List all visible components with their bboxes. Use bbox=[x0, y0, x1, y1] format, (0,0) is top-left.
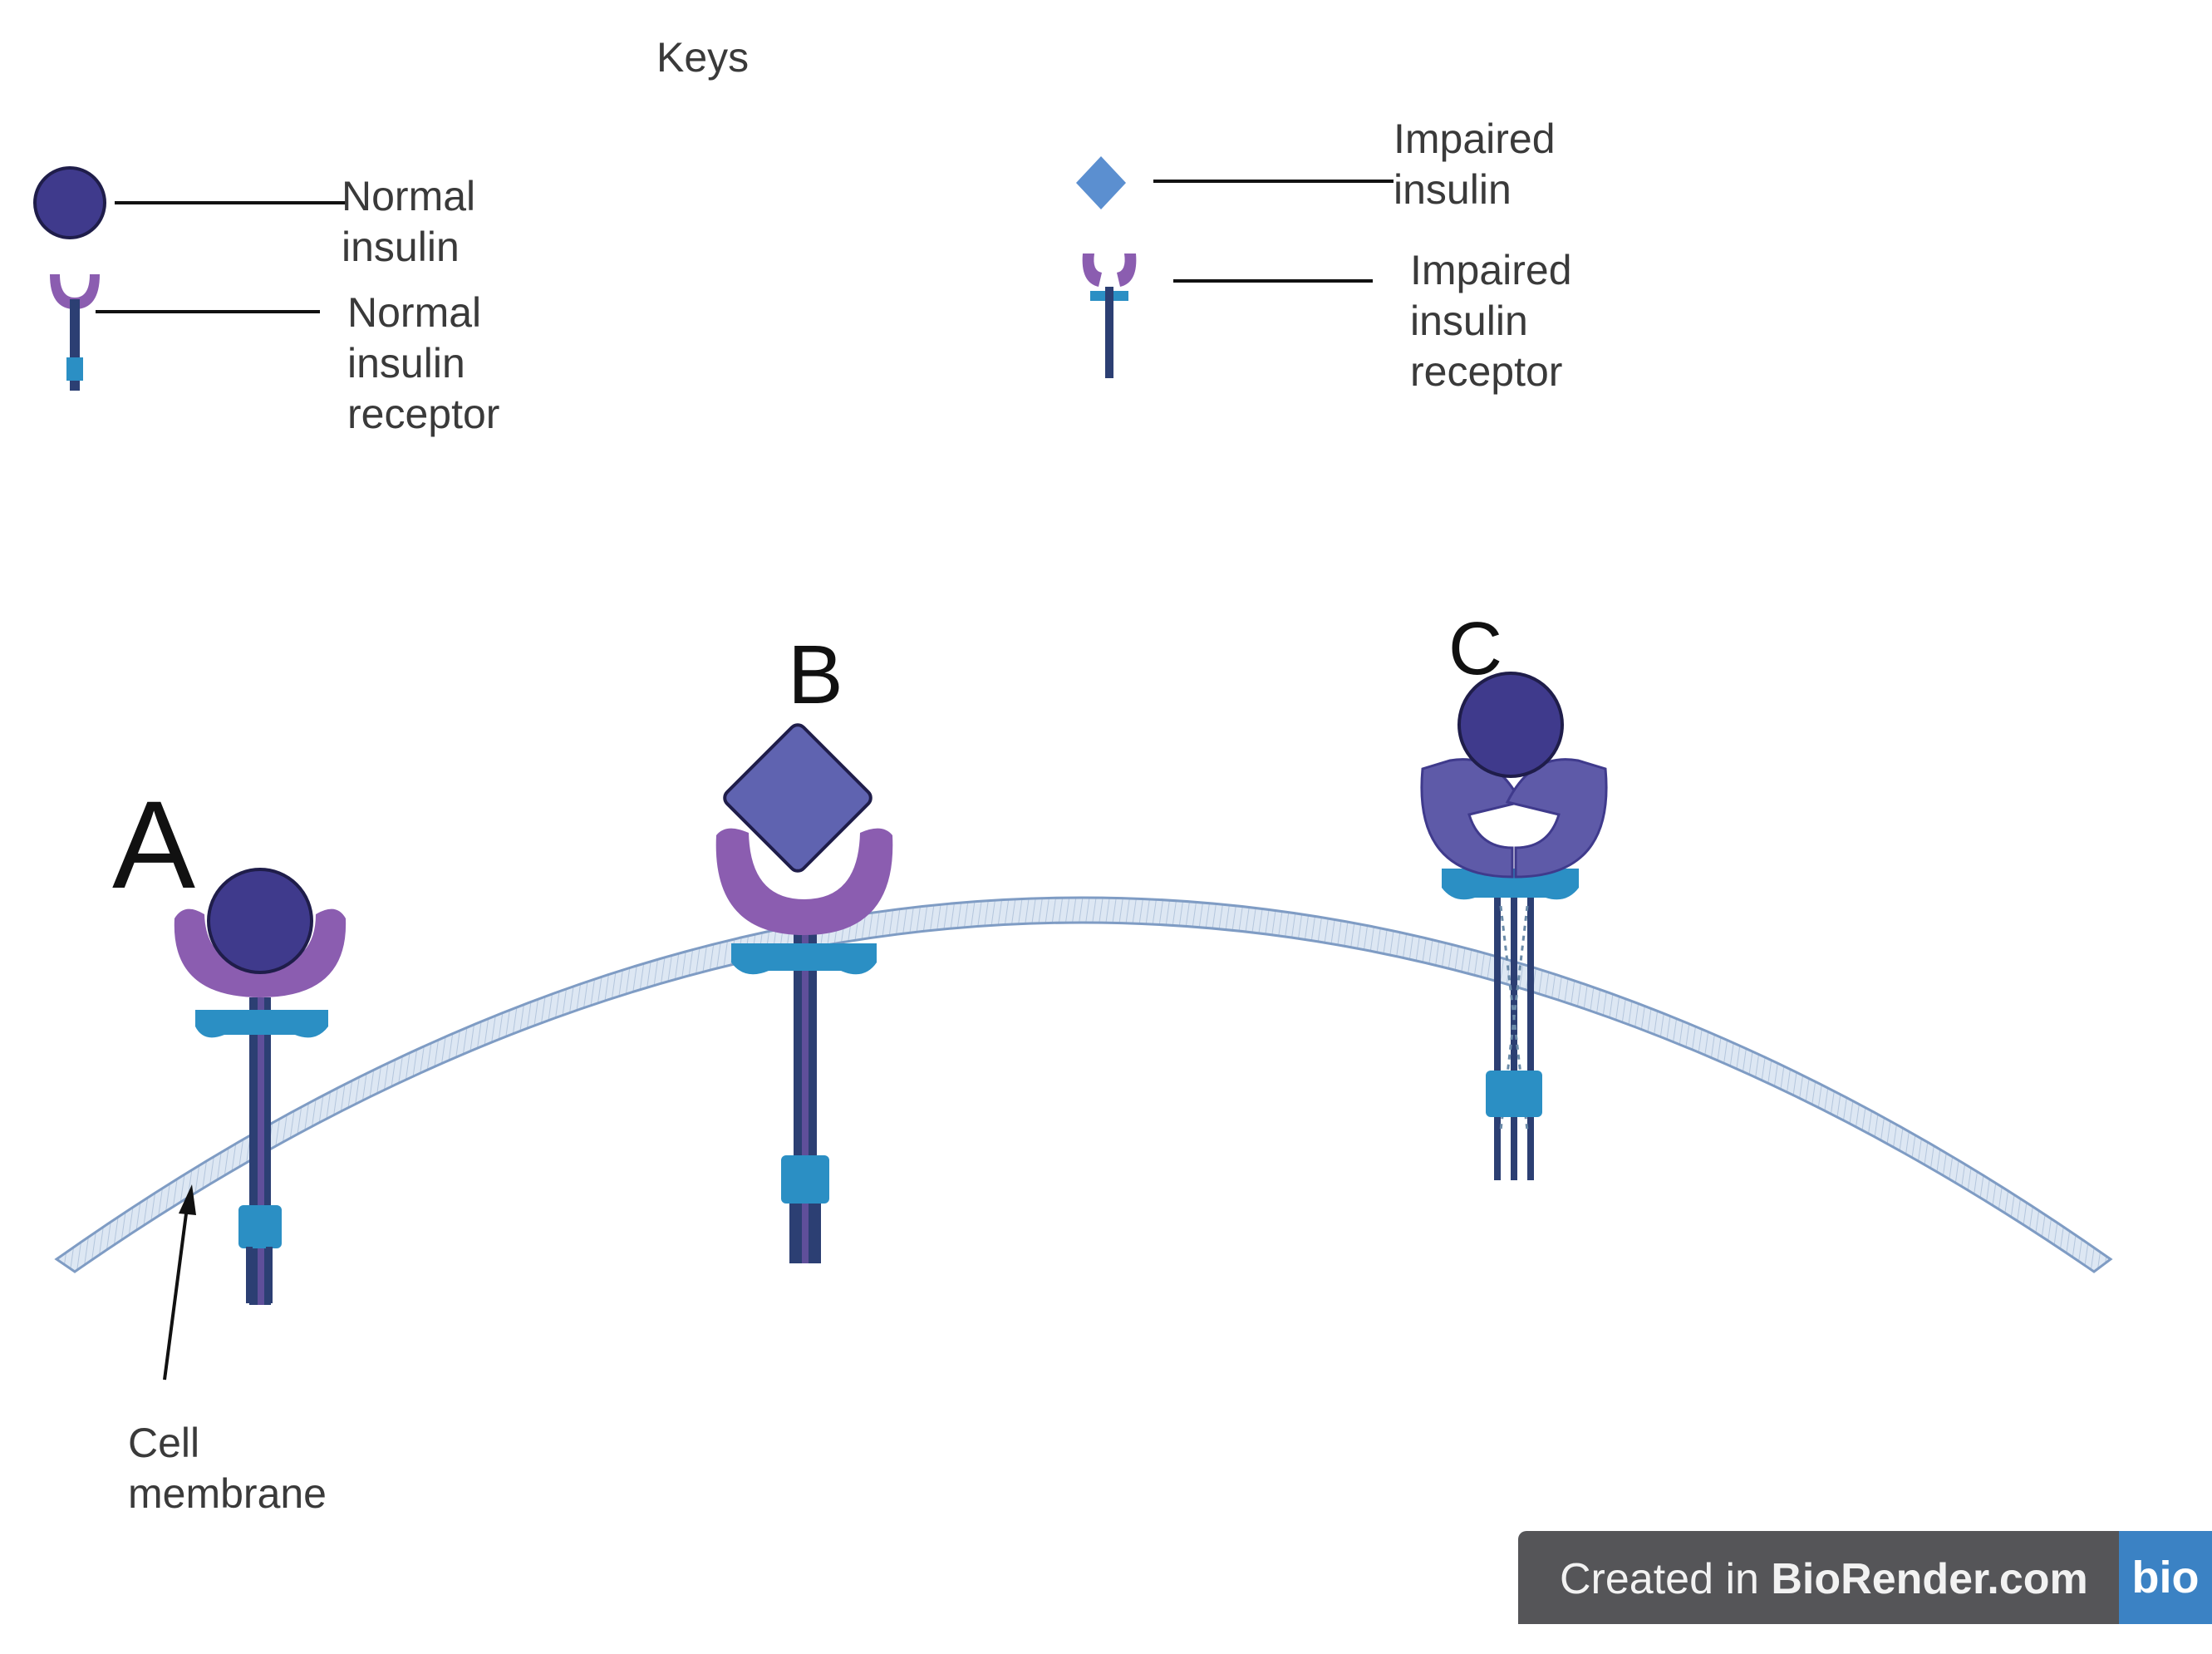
cell-membrane bbox=[54, 896, 2113, 1273]
panel-label-c: C bbox=[1448, 608, 1502, 691]
insulin-c bbox=[1457, 672, 1564, 778]
legend-normal-receptor-label: Normal insulin receptor bbox=[347, 289, 500, 437]
watermark-prefix: Created in bbox=[1560, 1555, 1772, 1603]
membrane-pointer-arrowhead bbox=[179, 1184, 196, 1215]
watermark-brand: BioRender.com bbox=[1771, 1555, 2088, 1603]
cell-membrane-label: Cell membrane bbox=[128, 1420, 327, 1517]
legend-impaired-receptor-icon bbox=[1082, 254, 1137, 378]
legend-impaired-receptor-label: Impaired insulin receptor bbox=[1410, 247, 1572, 395]
legend-normal-insulin-icon bbox=[33, 166, 106, 239]
legend-impaired-insulin-label: Impaired insulin bbox=[1394, 116, 1556, 213]
receptor-b bbox=[715, 828, 893, 1263]
biorender-logo-icon: bio bbox=[2119, 1531, 2212, 1624]
watermark-text: Created in BioRender.com bbox=[1560, 1554, 2088, 1604]
legend-normal-receptor-icon bbox=[50, 274, 100, 391]
membrane-pointer-arrow bbox=[163, 1200, 189, 1381]
receptor-c bbox=[1420, 758, 1608, 1180]
biorender-watermark: Created in BioRender.com bio bbox=[1518, 1531, 2212, 1624]
legend-normal-insulin-label: Normal insulin bbox=[342, 173, 476, 270]
panel-label-a: A bbox=[112, 775, 196, 914]
panel-label-b: B bbox=[788, 628, 843, 721]
impaired-insulin-b bbox=[723, 723, 873, 873]
receptor-a bbox=[174, 908, 347, 1305]
keys-title: Keys bbox=[656, 34, 750, 81]
legend-impaired-insulin-icon bbox=[1076, 156, 1126, 209]
insulin-a bbox=[207, 868, 313, 974]
